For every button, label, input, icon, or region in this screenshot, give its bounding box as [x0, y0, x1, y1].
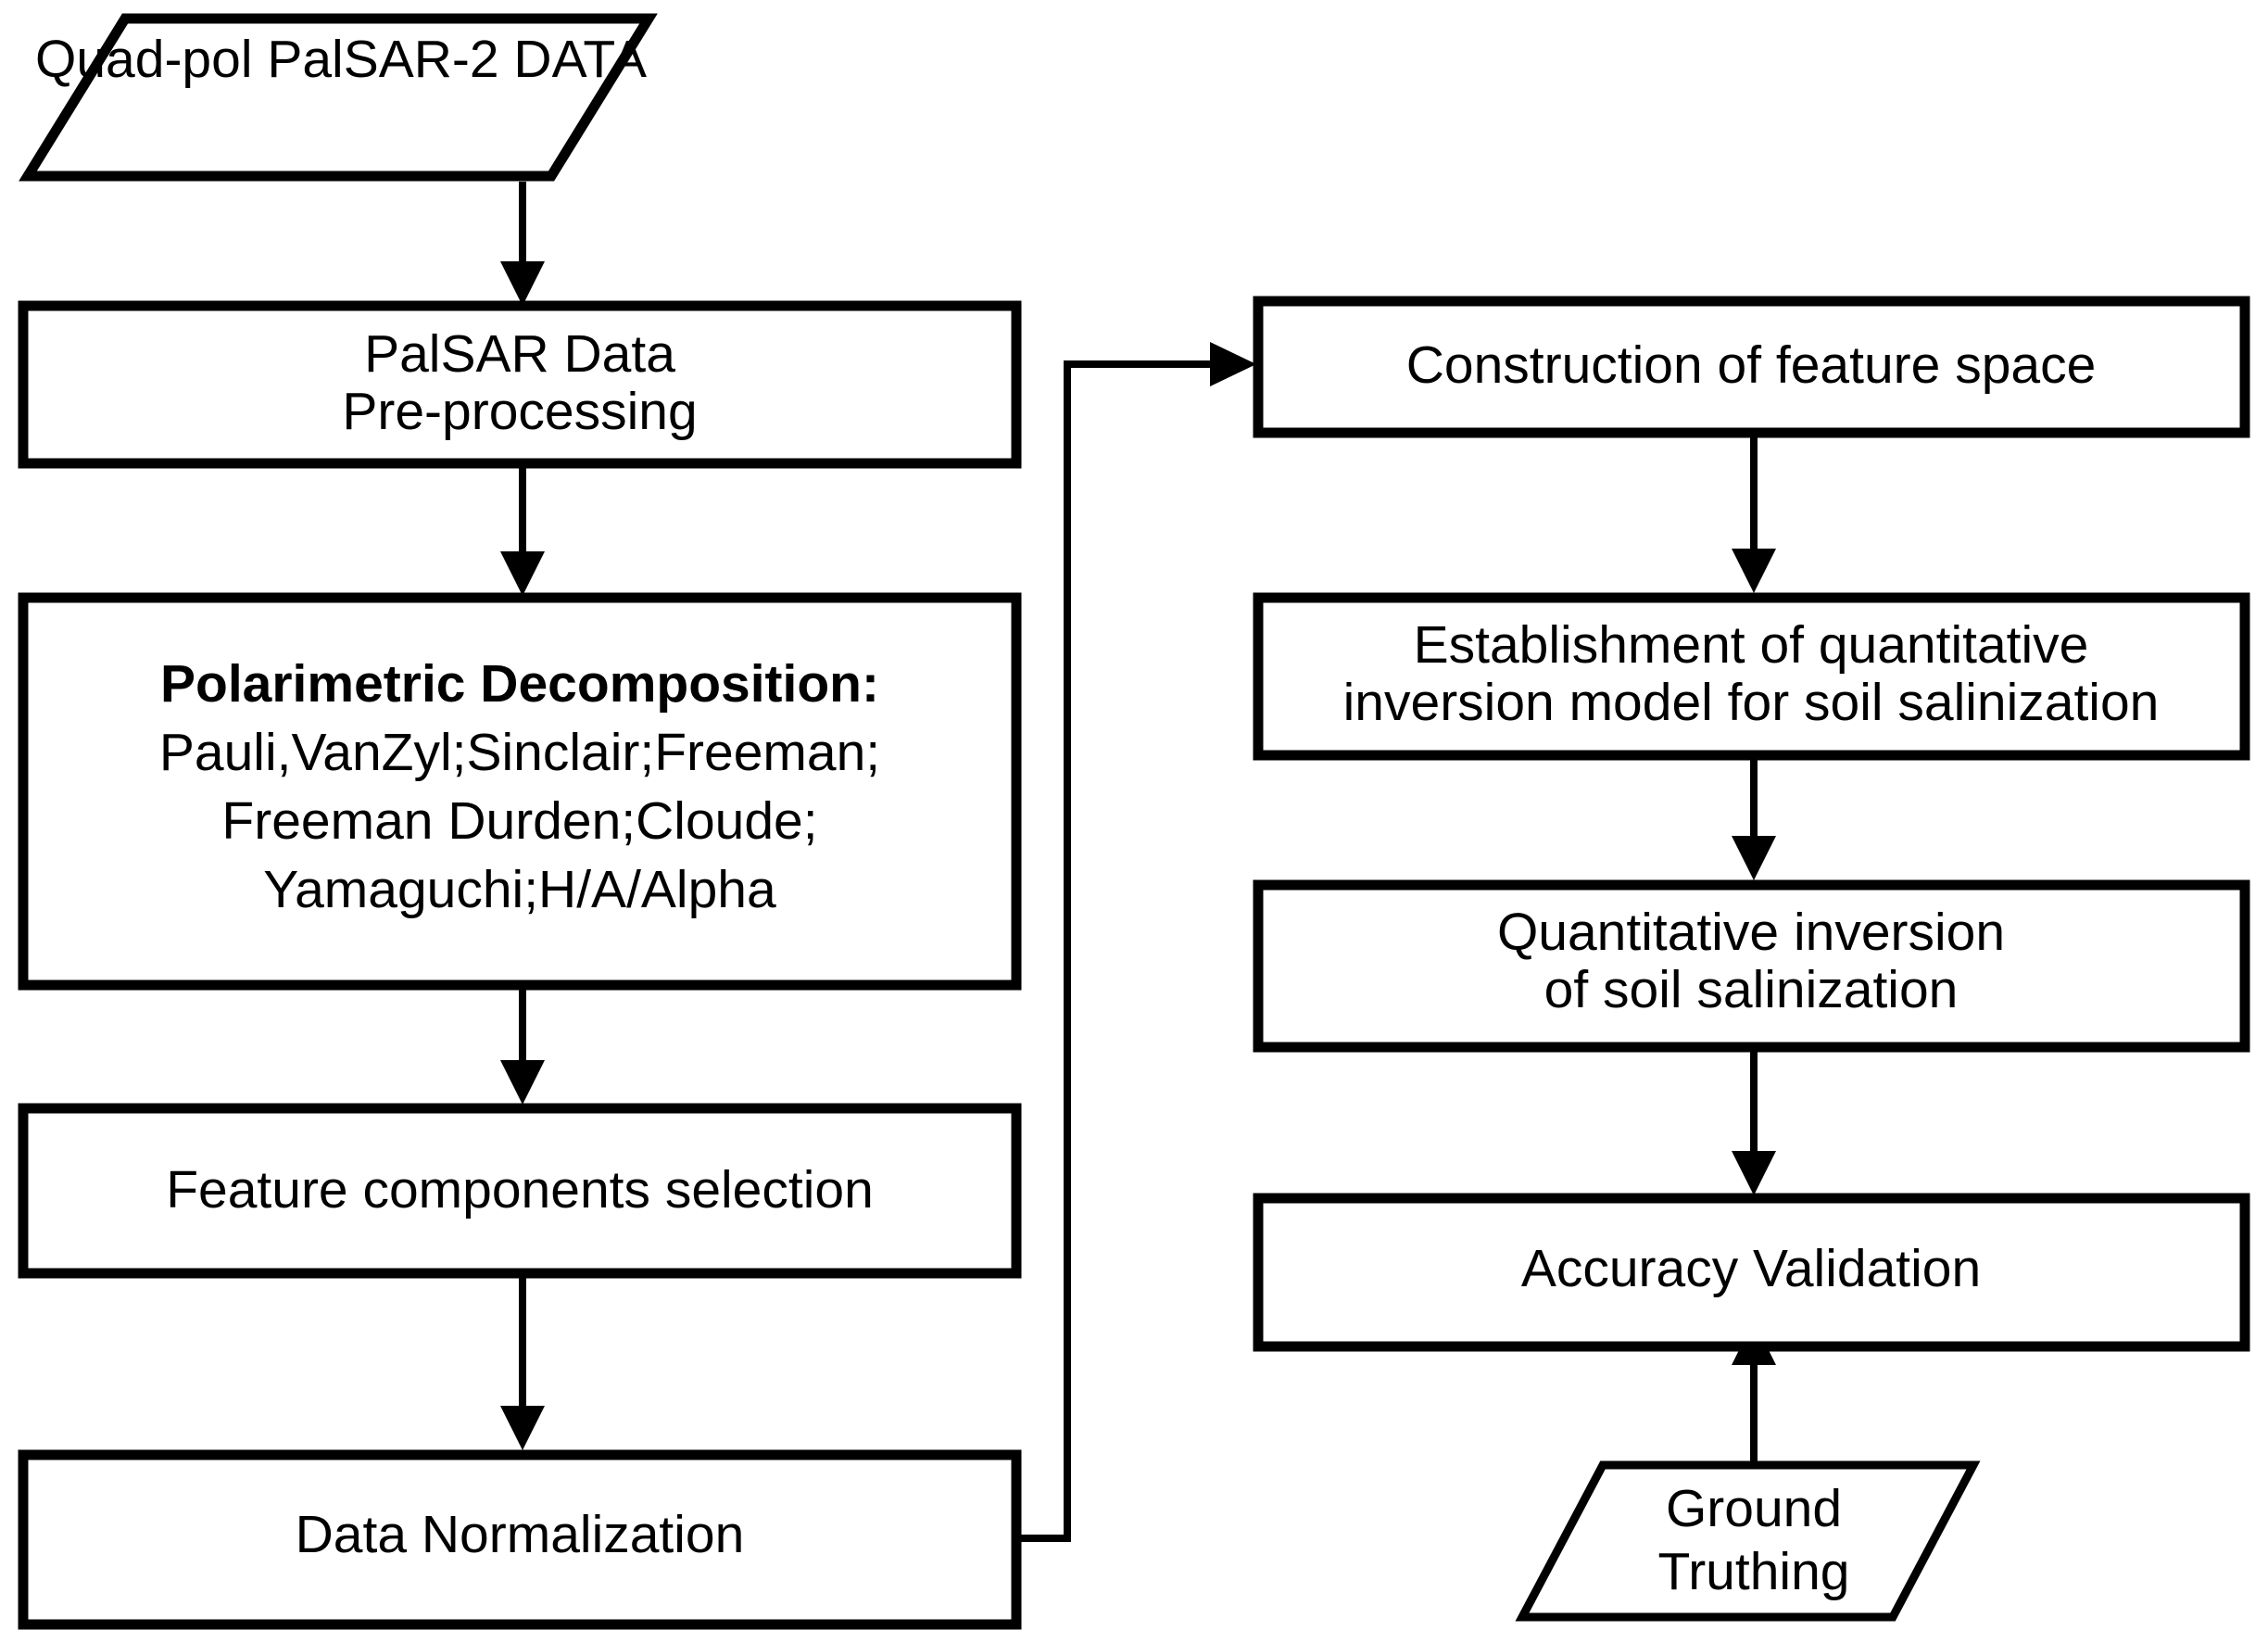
connector-quantitative-inversion-to-accuracy-validation: [1732, 1047, 1776, 1195]
node-ground-truthing-line2: Truthing: [1658, 1542, 1850, 1601]
node-data-normalization[interactable]: Data Normalization: [18, 1449, 1022, 1630]
node-feature-space-label: Construction of feature space: [1406, 335, 2097, 395]
rectangle-shape: [18, 1449, 1022, 1630]
node-feature-selection-label: Feature components selection: [166, 1160, 874, 1220]
node-palsar-preprocessing-line2: Pre-processing: [342, 382, 697, 441]
rectangle-shape: [18, 1103, 1022, 1279]
node-ground-truthing[interactable]: Ground Truthing: [1515, 1460, 1981, 1622]
rectangle-shape: [1253, 879, 2250, 1053]
node-polarimetric-decomposition-line1: Pauli,VanZyl;Sinclair;Freeman;: [159, 723, 880, 782]
node-polarimetric-decomposition[interactable]: Polarimetric Decomposition: Pauli,VanZyl…: [18, 592, 1022, 991]
node-feature-space[interactable]: Construction of feature space: [1253, 296, 2250, 438]
node-quad-pol-data-label: Quad-pol PalSAR-2 DATA: [35, 30, 647, 89]
node-polarimetric-decomposition-heading: Polarimetric Decomposition:: [160, 654, 879, 714]
node-quad-pol-data[interactable]: Quad-pol PalSAR-2 DATA: [19, 13, 658, 182]
node-palsar-preprocessing-line1: PalSAR Data: [364, 324, 675, 384]
node-feature-selection[interactable]: Feature components selection: [18, 1103, 1022, 1279]
node-accuracy-validation[interactable]: Accuracy Validation: [1253, 1193, 2250, 1352]
rectangle-shape: [18, 300, 1022, 469]
rectangle-shape: [18, 592, 1022, 991]
connector-feature-space-to-inversion-model: [1732, 433, 1776, 593]
rectangle-shape: [1253, 1193, 2250, 1352]
parallelogram-shape: [1515, 1460, 1981, 1622]
rectangle-shape: [1253, 296, 2250, 438]
node-palsar-preprocessing[interactable]: PalSAR Data Pre-processing: [18, 300, 1022, 469]
connector-feature-selection-to-normalization: [500, 1274, 545, 1450]
node-inversion-model[interactable]: Establishment of quantitative inversion …: [1253, 592, 2250, 761]
node-inversion-model-line1: Establishment of quantitative: [1414, 615, 2089, 675]
node-quantitative-inversion-line1: Quantitative inversion: [1497, 903, 2005, 962]
node-polarimetric-decomposition-line3: Yamaguchi;H/A/Alpha: [263, 860, 776, 919]
connector-quadpol-to-preprocessing: [500, 182, 545, 306]
rectangle-shape: [1253, 592, 2250, 761]
node-polarimetric-decomposition-line2: Freeman Durden;Cloude;: [221, 791, 817, 851]
parallelogram-shape: [19, 13, 658, 182]
node-quantitative-inversion-line2: of soil salinization: [1544, 960, 1959, 1019]
node-ground-truthing-line1: Ground: [1666, 1479, 1842, 1538]
connector-preprocessing-to-decomposition: [500, 463, 545, 596]
connector-inversion-model-to-quantitative-inversion: [1732, 755, 1776, 880]
connector-decomposition-to-feature-selection: [500, 987, 545, 1105]
node-accuracy-validation-label: Accuracy Validation: [1521, 1239, 1981, 1298]
node-inversion-model-line2: inversion model for soil salinization: [1343, 673, 2160, 732]
node-quantitative-inversion[interactable]: Quantitative inversion of soil salinizat…: [1253, 879, 2250, 1053]
connector-normalization-to-feature-space: [1016, 342, 1256, 1542]
node-data-normalization-label: Data Normalization: [296, 1505, 745, 1564]
